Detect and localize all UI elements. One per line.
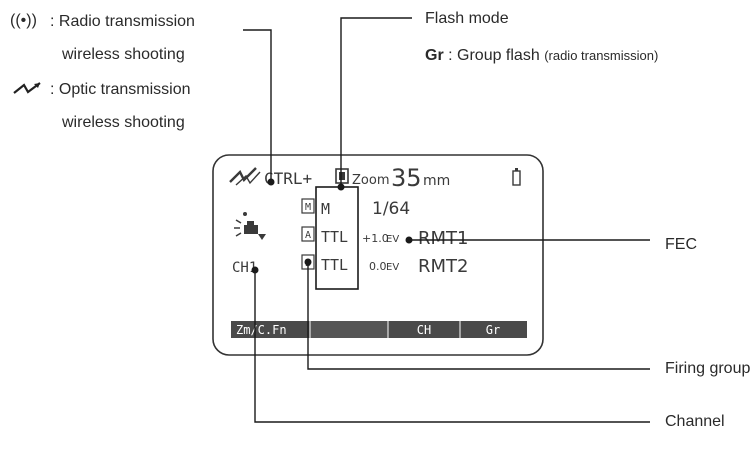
leader-dot-flash-mode	[337, 183, 345, 191]
zoom-unit: mm	[423, 173, 450, 189]
mode-group-m: M	[321, 200, 330, 218]
group-flash-abbr: Gr	[425, 47, 444, 64]
remote-2-label: RMT2	[418, 256, 468, 277]
softkey-4-label: Gr	[486, 323, 500, 337]
svg-text:M: M	[305, 202, 311, 213]
leader-channel	[254, 270, 650, 423]
leader-lines	[243, 17, 650, 423]
leader-flash-mode	[340, 17, 412, 187]
fec-group-a: +1.0	[362, 232, 389, 245]
lcd-panel	[212, 154, 544, 356]
mode-group-a: TTL	[321, 228, 348, 246]
group-m-box: M	[301, 198, 315, 214]
zoom-label: Zoom	[352, 173, 389, 188]
power-group-m: 1/64	[372, 199, 410, 219]
softkey-bar: Zm/C.Fn CH Gr	[231, 321, 527, 338]
remote-1-label: RMT1	[418, 228, 468, 249]
group-flash-note: Gr : Group flash (radio transmission)	[425, 47, 658, 65]
softkey-1[interactable]	[231, 321, 310, 338]
channel-label: Channel	[665, 413, 725, 430]
ctrl-text: CTRL+	[264, 169, 312, 188]
radio-transmission-icon: ((•))	[10, 12, 37, 29]
firing-group-label: Firing group	[665, 360, 751, 377]
optic-transmission-sublabel: wireless shooting	[62, 114, 185, 131]
leader-dot-channel	[251, 266, 259, 274]
fec-unit-a: EV	[386, 234, 399, 245]
group-a-box: A	[301, 226, 315, 242]
softkey-3-label: CH	[417, 323, 431, 337]
leader-dot-firing-group	[304, 258, 312, 266]
softkey-3[interactable]	[388, 321, 460, 338]
flash-group-icon	[234, 212, 266, 240]
group-flash-qualifier: (radio transmission)	[544, 48, 659, 63]
softkey-4[interactable]	[460, 321, 527, 338]
group-flash-text: : Group flash	[448, 47, 540, 64]
radio-transmission-sublabel: wireless shooting	[62, 46, 185, 63]
optic-icon-lcd	[229, 167, 261, 186]
radio-transmission-label: : Radio transmission	[50, 13, 195, 30]
fec-unit-b: EV	[386, 262, 399, 273]
fec-label: FEC	[665, 236, 697, 253]
leader-radio	[243, 29, 272, 182]
channel-value: CH1	[232, 260, 257, 276]
flash-mode-label: Flash mode	[425, 10, 509, 27]
flash-mode-highlight	[315, 186, 359, 290]
softkey-2[interactable]	[310, 321, 388, 338]
leader-dot-fec	[405, 236, 413, 244]
zoom-value: 35	[391, 164, 422, 192]
optic-transmission-label: : Optic transmission	[50, 81, 191, 98]
fec-group-b: 0.0	[369, 260, 387, 273]
softkey-1-label: Zm/C.Fn	[236, 323, 287, 337]
leader-dot-radio	[267, 178, 275, 186]
leader-firing-group	[307, 262, 650, 370]
svg-text:A: A	[305, 230, 311, 241]
mode-group-b: TTL	[321, 256, 348, 274]
